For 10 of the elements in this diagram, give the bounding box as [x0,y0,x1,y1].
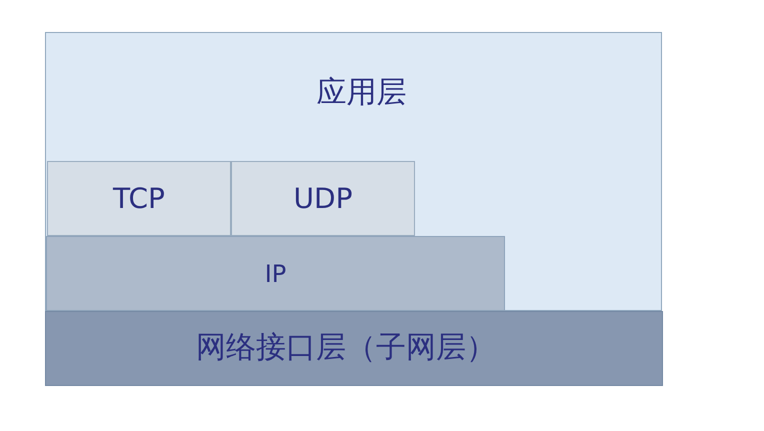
layer-band [45,311,663,386]
layer-label: IP [264,260,286,289]
layer-label: TCP [113,182,165,216]
layer-band [45,32,662,311]
layer-label: 网络接口层（子网层） [196,330,496,366]
protocol-box [47,161,231,236]
layer-label: UDP [294,182,352,216]
protocol-box [231,161,415,236]
protocol-box [46,236,505,311]
layer-label: 应用层 [316,75,406,111]
